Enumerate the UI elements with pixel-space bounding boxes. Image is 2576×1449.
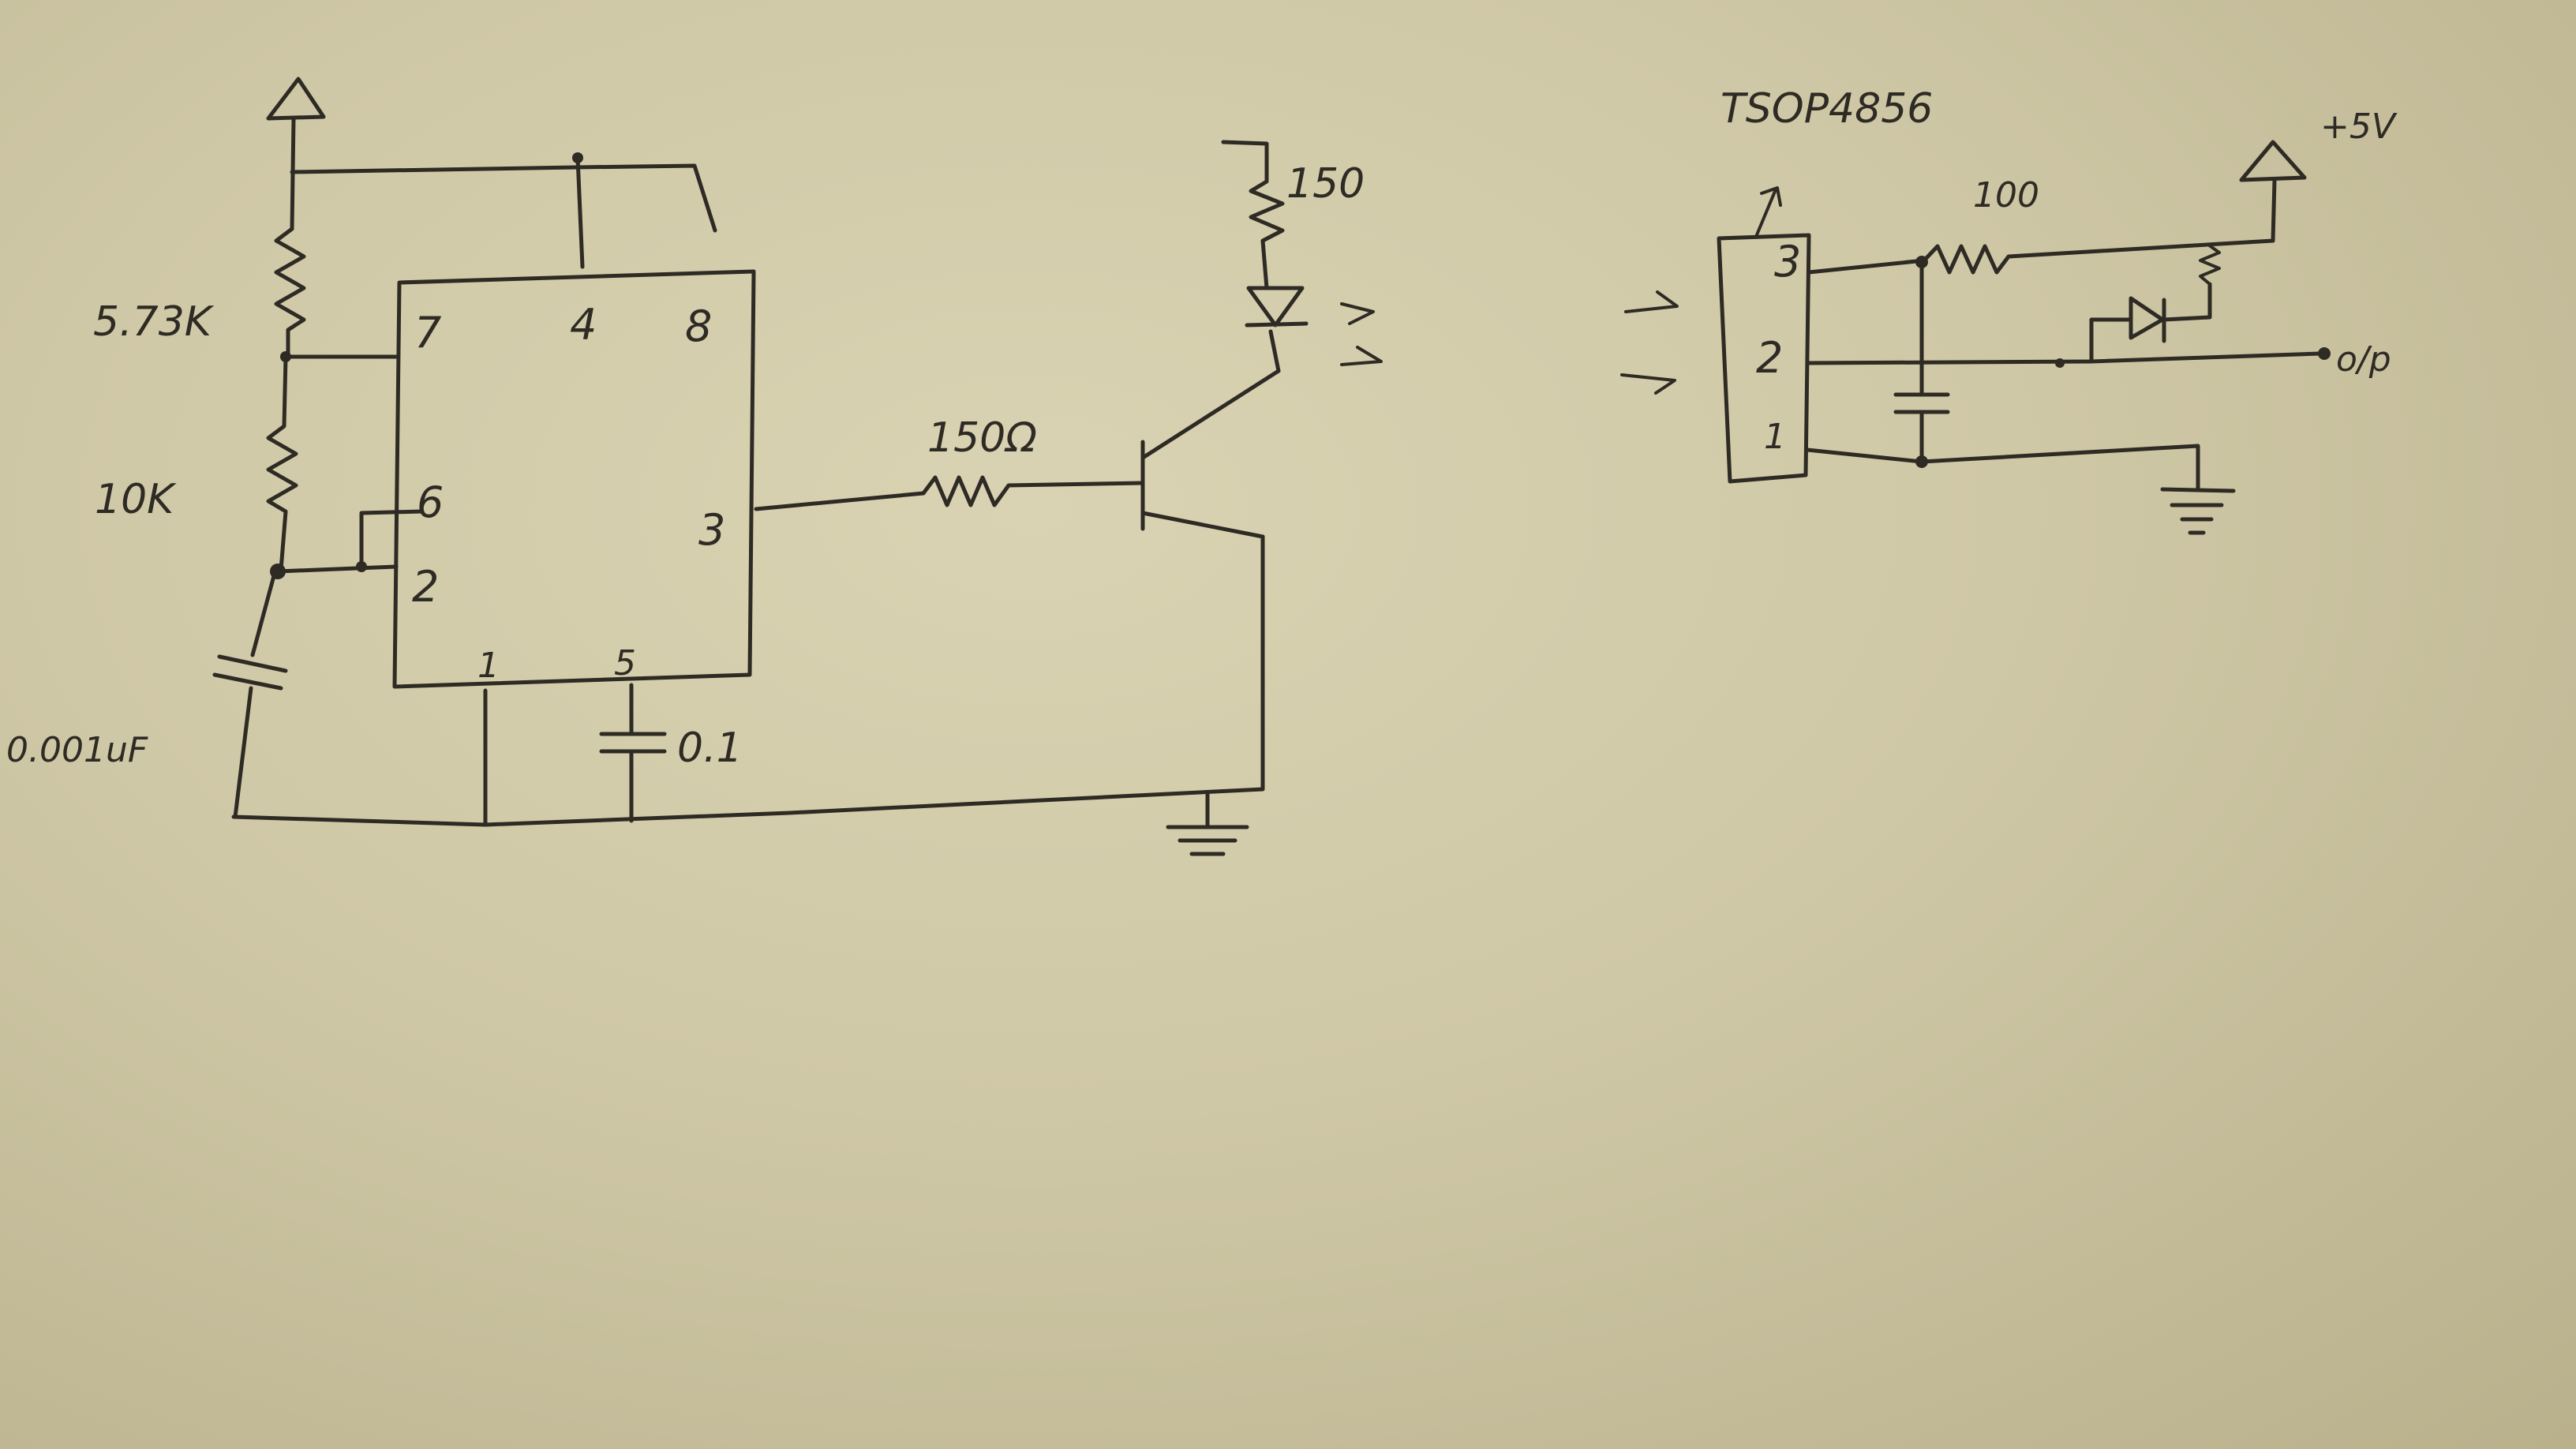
vcc-rail-top xyxy=(290,163,717,233)
ic-pin-7-label: 7 xyxy=(414,308,441,358)
resistor-led xyxy=(1221,140,1285,290)
transmitter-circuit: 7 4 8 6 2 3 1 5 5.73K 10K 0.001uF 0.1 1 xyxy=(6,77,1383,856)
tsop-indicator-arrow xyxy=(1754,186,1782,238)
junction-dot xyxy=(356,561,367,572)
supply-voltage-label: +5V xyxy=(2320,107,2398,147)
ground-symbol-rx xyxy=(2160,487,2236,535)
pin4-connection xyxy=(575,155,585,269)
resistor-r2-label: 10K xyxy=(95,476,177,523)
junction-dot xyxy=(572,152,583,163)
transistor-npn xyxy=(1140,369,1281,539)
receiver-circuit: TSOP4856 3 2 1 100 +5V o/p xyxy=(1620,85,2398,535)
tsop-module-body xyxy=(1717,233,1811,484)
tsop-pin-3-label: 3 xyxy=(1774,237,1801,286)
tsop-pin-1-label: 1 xyxy=(1764,417,1786,457)
capacitor-control-label: 0.1 xyxy=(677,724,743,772)
resistor-pullup xyxy=(2199,243,2221,286)
capacitor-timing-label: 0.001uF xyxy=(6,730,148,770)
output-protection-network xyxy=(2089,282,2212,364)
pin3-output-wire xyxy=(754,491,926,511)
resistor-r1 xyxy=(274,227,306,361)
supply-wire xyxy=(1807,258,1926,275)
resistor-supply-label: 100 xyxy=(1973,175,2039,215)
ir-emission-arrows xyxy=(1340,302,1383,366)
junction-dot xyxy=(2055,358,2065,368)
capacitor-control xyxy=(599,683,667,823)
junction-dot xyxy=(1915,455,1928,468)
ic-pin-5-label: 5 xyxy=(614,643,636,683)
ic-pin-2-label: 2 xyxy=(412,562,439,612)
ic-555-body xyxy=(392,269,756,689)
output-label: o/p xyxy=(2336,339,2391,380)
vcc-arrow-symbol xyxy=(266,77,326,121)
led-to-collector-wire xyxy=(1268,329,1281,373)
ic-pin-6-label: 6 xyxy=(417,477,444,527)
ground-wire-rx xyxy=(1805,444,2200,490)
ground-symbol-tx xyxy=(1166,791,1249,856)
resistor-r2 xyxy=(266,354,298,572)
resistor-supply xyxy=(1922,178,2277,275)
pin2-pin6-tie xyxy=(275,509,425,574)
tsop-part-label: TSOP4856 xyxy=(1720,85,1933,133)
ic-pin-4-label: 4 xyxy=(570,300,597,350)
tsop-pin-2-label: 2 xyxy=(1756,333,1783,383)
resistor-r1-label: 5.73K xyxy=(93,298,215,346)
capacitor-timing xyxy=(212,571,288,819)
capacitor-filter xyxy=(1893,260,1950,466)
ic-pin-8-label: 8 xyxy=(685,301,712,351)
incoming-ir-arrows xyxy=(1620,290,1679,395)
resistor-base xyxy=(921,475,1145,507)
output-terminal xyxy=(2318,347,2331,360)
resistor-led-label: 150 xyxy=(1286,160,1365,208)
supply-arrow-symbol xyxy=(2239,140,2307,182)
ic-pin-1-label: 1 xyxy=(477,646,500,686)
ic-pin-3-label: 3 xyxy=(698,505,725,555)
ir-led-symbol xyxy=(1245,286,1309,328)
resistor-base-label: 150Ω xyxy=(927,414,1037,462)
ground-rail xyxy=(231,534,1265,827)
